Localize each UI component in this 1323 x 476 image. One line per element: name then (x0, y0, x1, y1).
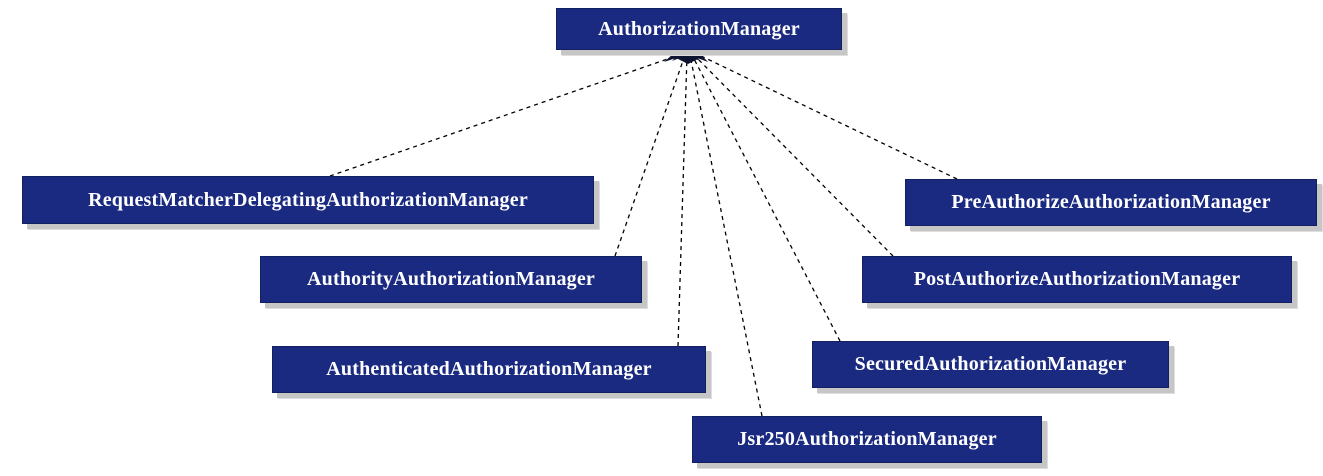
class-label: Jsr250AuthorizationManager (737, 428, 997, 450)
class-node-preauthorizeauthorizationmanager: PreAuthorizeAuthorizationManager (905, 179, 1317, 226)
class-node-requestmatcherdelegatingauthorizationmanager: RequestMatcherDelegatingAuthorizationMan… (22, 176, 594, 224)
class-node-authenticatedauthorizationmanager: AuthenticatedAuthorizationManager (272, 346, 706, 393)
edge-postauthorize-to-authorizationmanager (693, 54, 894, 257)
class-node-authorizationmanager: AuthorizationManager (556, 8, 842, 50)
class-label: PostAuthorizeAuthorizationManager (913, 268, 1241, 290)
class-label: SecuredAuthorizationManager (854, 353, 1127, 375)
class-label: AuthorityAuthorizationManager (307, 268, 595, 290)
edge-authority-to-authorizationmanager (614, 54, 686, 257)
class-label: AuthorizationManager (598, 17, 800, 40)
class-label: RequestMatcherDelegatingAuthorizationMan… (88, 188, 528, 211)
class-label: AuthenticatedAuthorizationManager (326, 358, 652, 380)
class-label: PreAuthorizeAuthorizationManager (951, 191, 1271, 213)
edge-requestmatcherdelegating-to-authorizationmanager (329, 53, 683, 177)
edge-secured-to-authorizationmanager (691, 54, 841, 342)
class-node-authorityauthorizationmanager: AuthorityAuthorizationManager (260, 256, 642, 303)
class-node-securedauthorizationmanager: SecuredAuthorizationManager (812, 341, 1169, 388)
class-node-postauthorizeauthorizationmanager: PostAuthorizeAuthorizationManager (862, 256, 1292, 303)
edge-preauthorize-to-authorizationmanager (696, 53, 958, 180)
class-node-jsr250authorizationmanager: Jsr250AuthorizationManager (692, 416, 1042, 463)
edge-authenticated-to-authorizationmanager (677, 54, 688, 347)
